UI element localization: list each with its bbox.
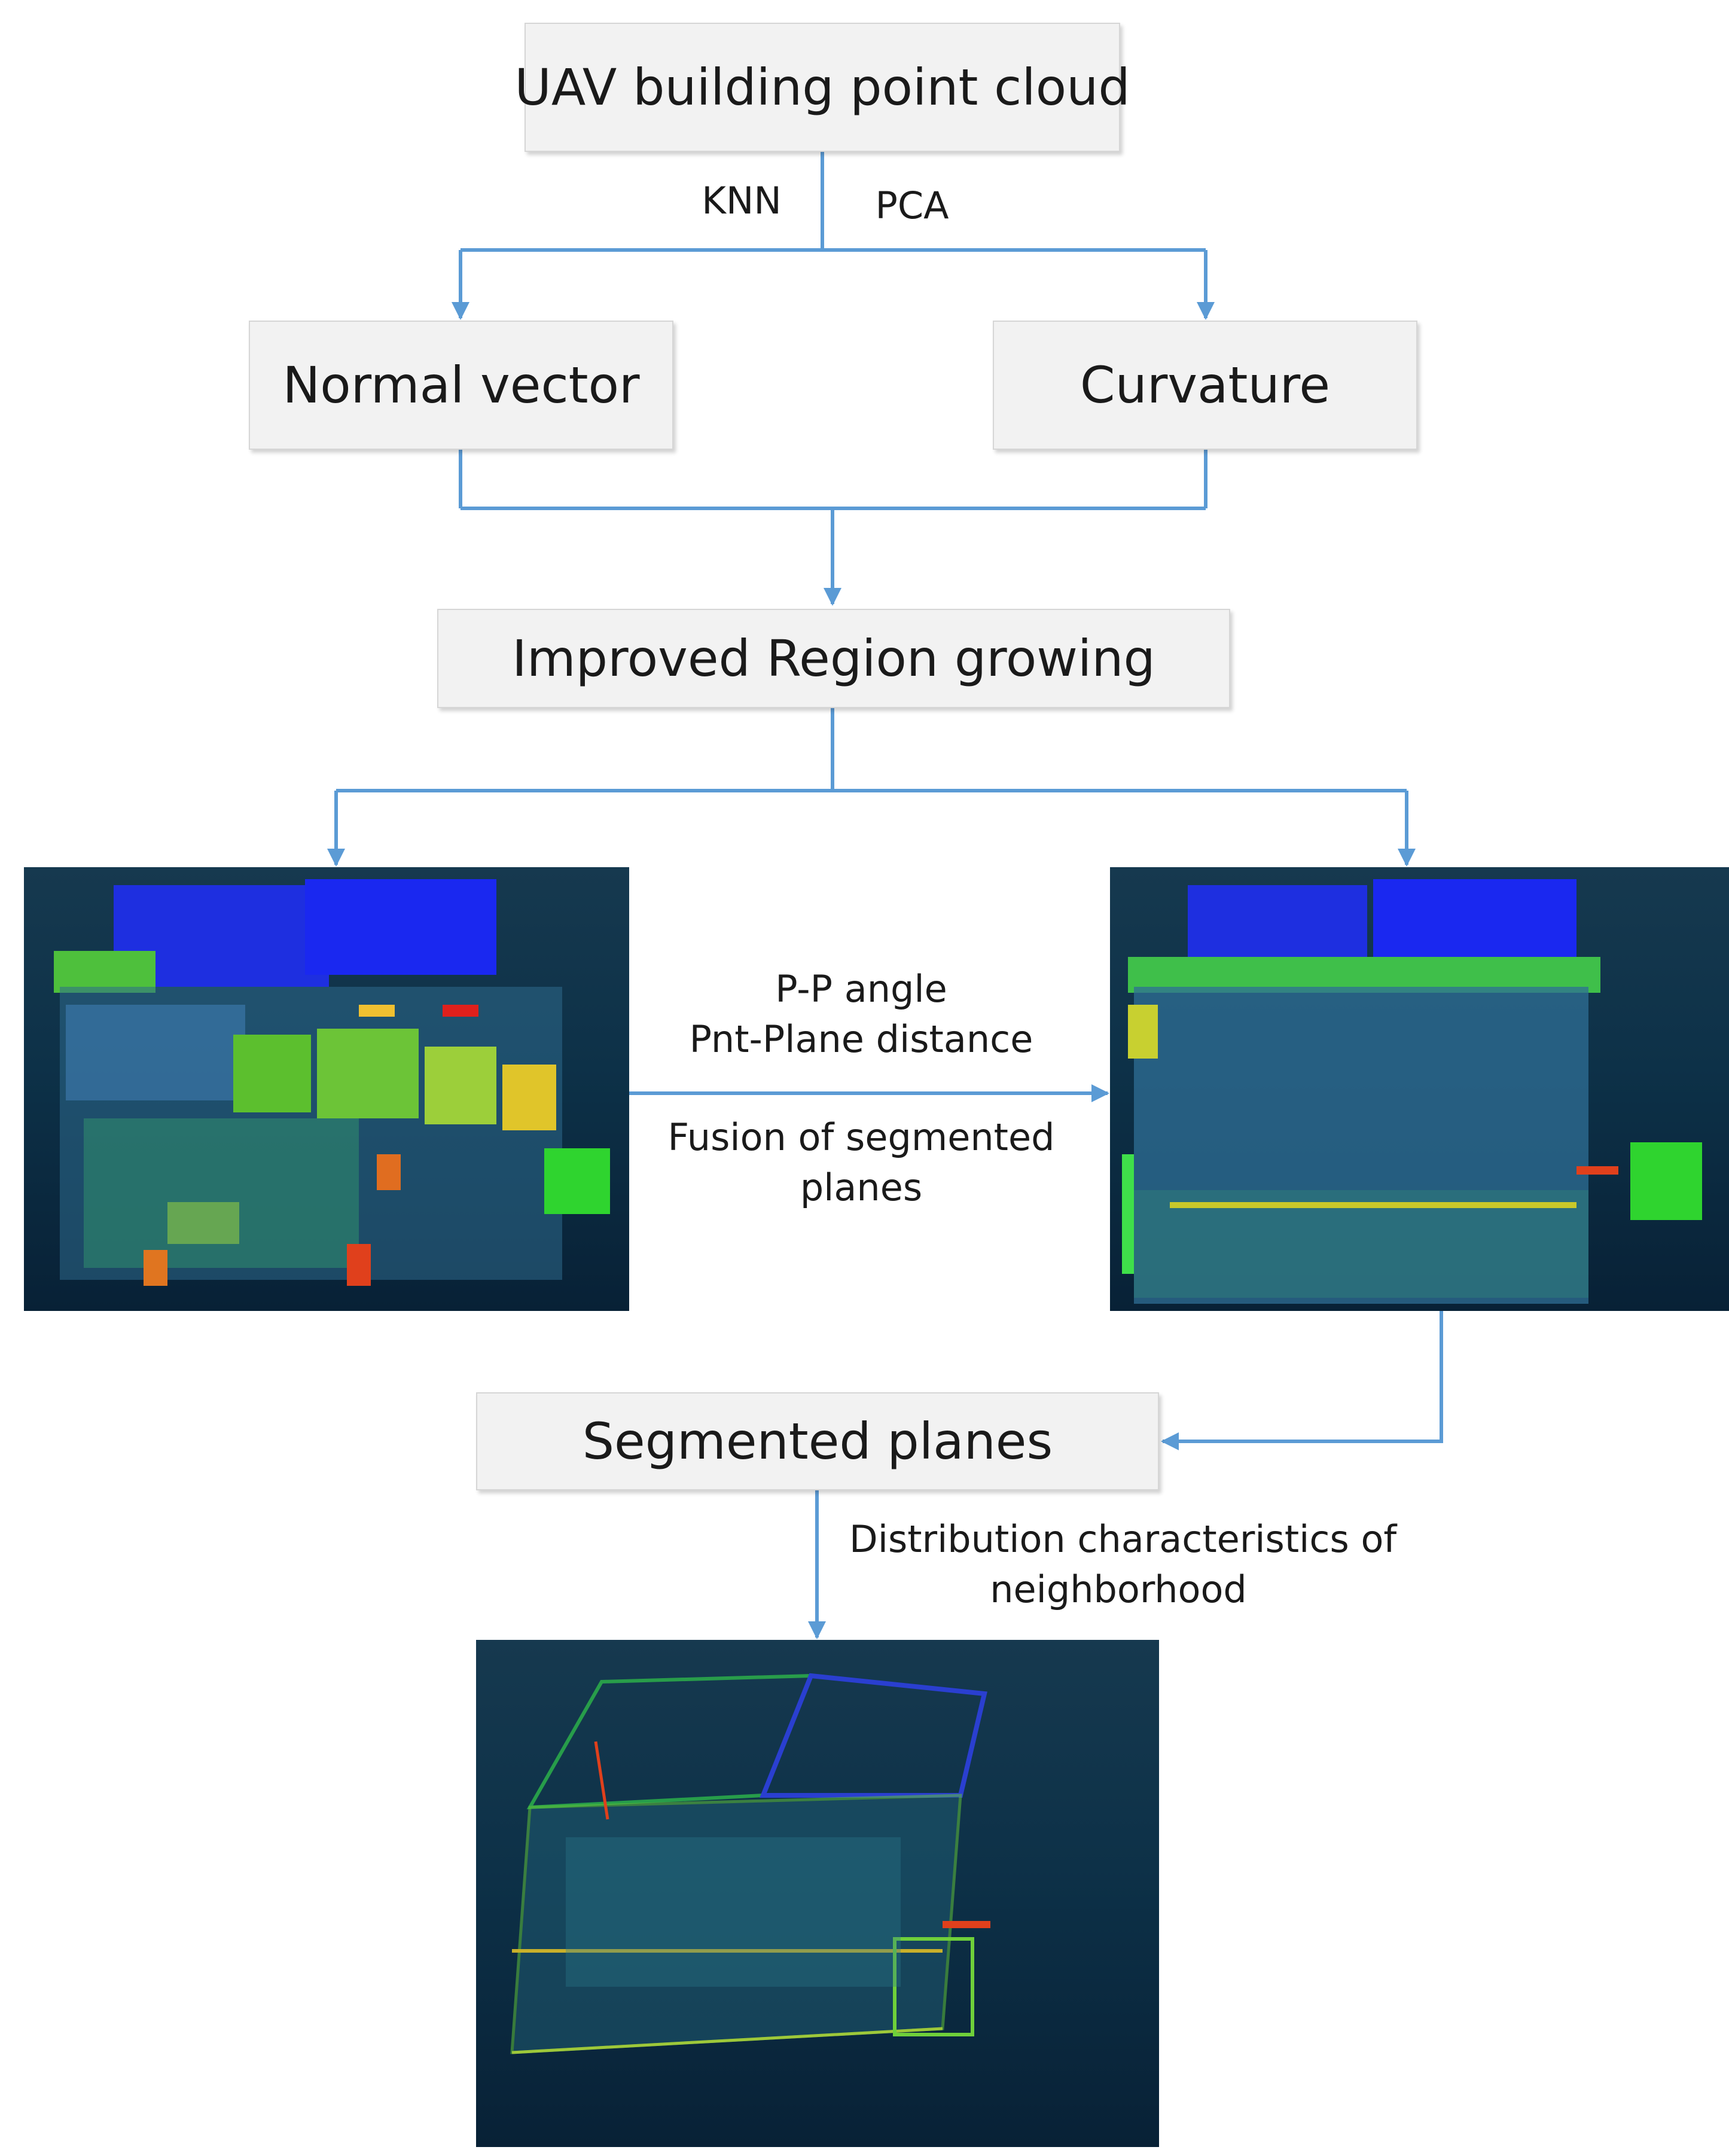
label-distribution: Distribution characteristics of neighbor… — [849, 1517, 1397, 1611]
node-normal-vector: Normal vector — [249, 321, 673, 450]
node-curvature: Curvature — [993, 321, 1417, 450]
label-knn: KNN — [702, 179, 782, 222]
label-fusion: Fusion of segmented planes — [667, 1115, 1055, 1209]
node-region-label: Improved Region growing — [512, 629, 1155, 688]
point-cloud-panel-right — [1110, 867, 1729, 1311]
connector-right-panel-down — [1161, 1311, 1443, 1450]
node-segmented-planes: Segmented planes — [476, 1392, 1159, 1490]
node-segmented-label: Segmented planes — [582, 1412, 1053, 1471]
label-pp-angle: P-P angle — [775, 967, 947, 1011]
point-cloud-panel-left — [24, 867, 629, 1311]
node-curvature-label: Curvature — [1080, 356, 1331, 414]
node-improved-region-growing: Improved Region growing — [437, 609, 1230, 708]
point-cloud-panel-bottom — [476, 1640, 1159, 2147]
label-pnt-plane: Pnt-Plane distance — [689, 1017, 1033, 1061]
node-uav-label: UAV building point cloud — [514, 58, 1130, 117]
node-uav-point-cloud: UAV building point cloud — [514, 23, 1130, 152]
label-pp-angle-distance: P-P angle Pnt-Plane distance — [670, 964, 1053, 1065]
node-normal-label: Normal vector — [282, 356, 640, 414]
label-pca: PCA — [875, 184, 949, 227]
